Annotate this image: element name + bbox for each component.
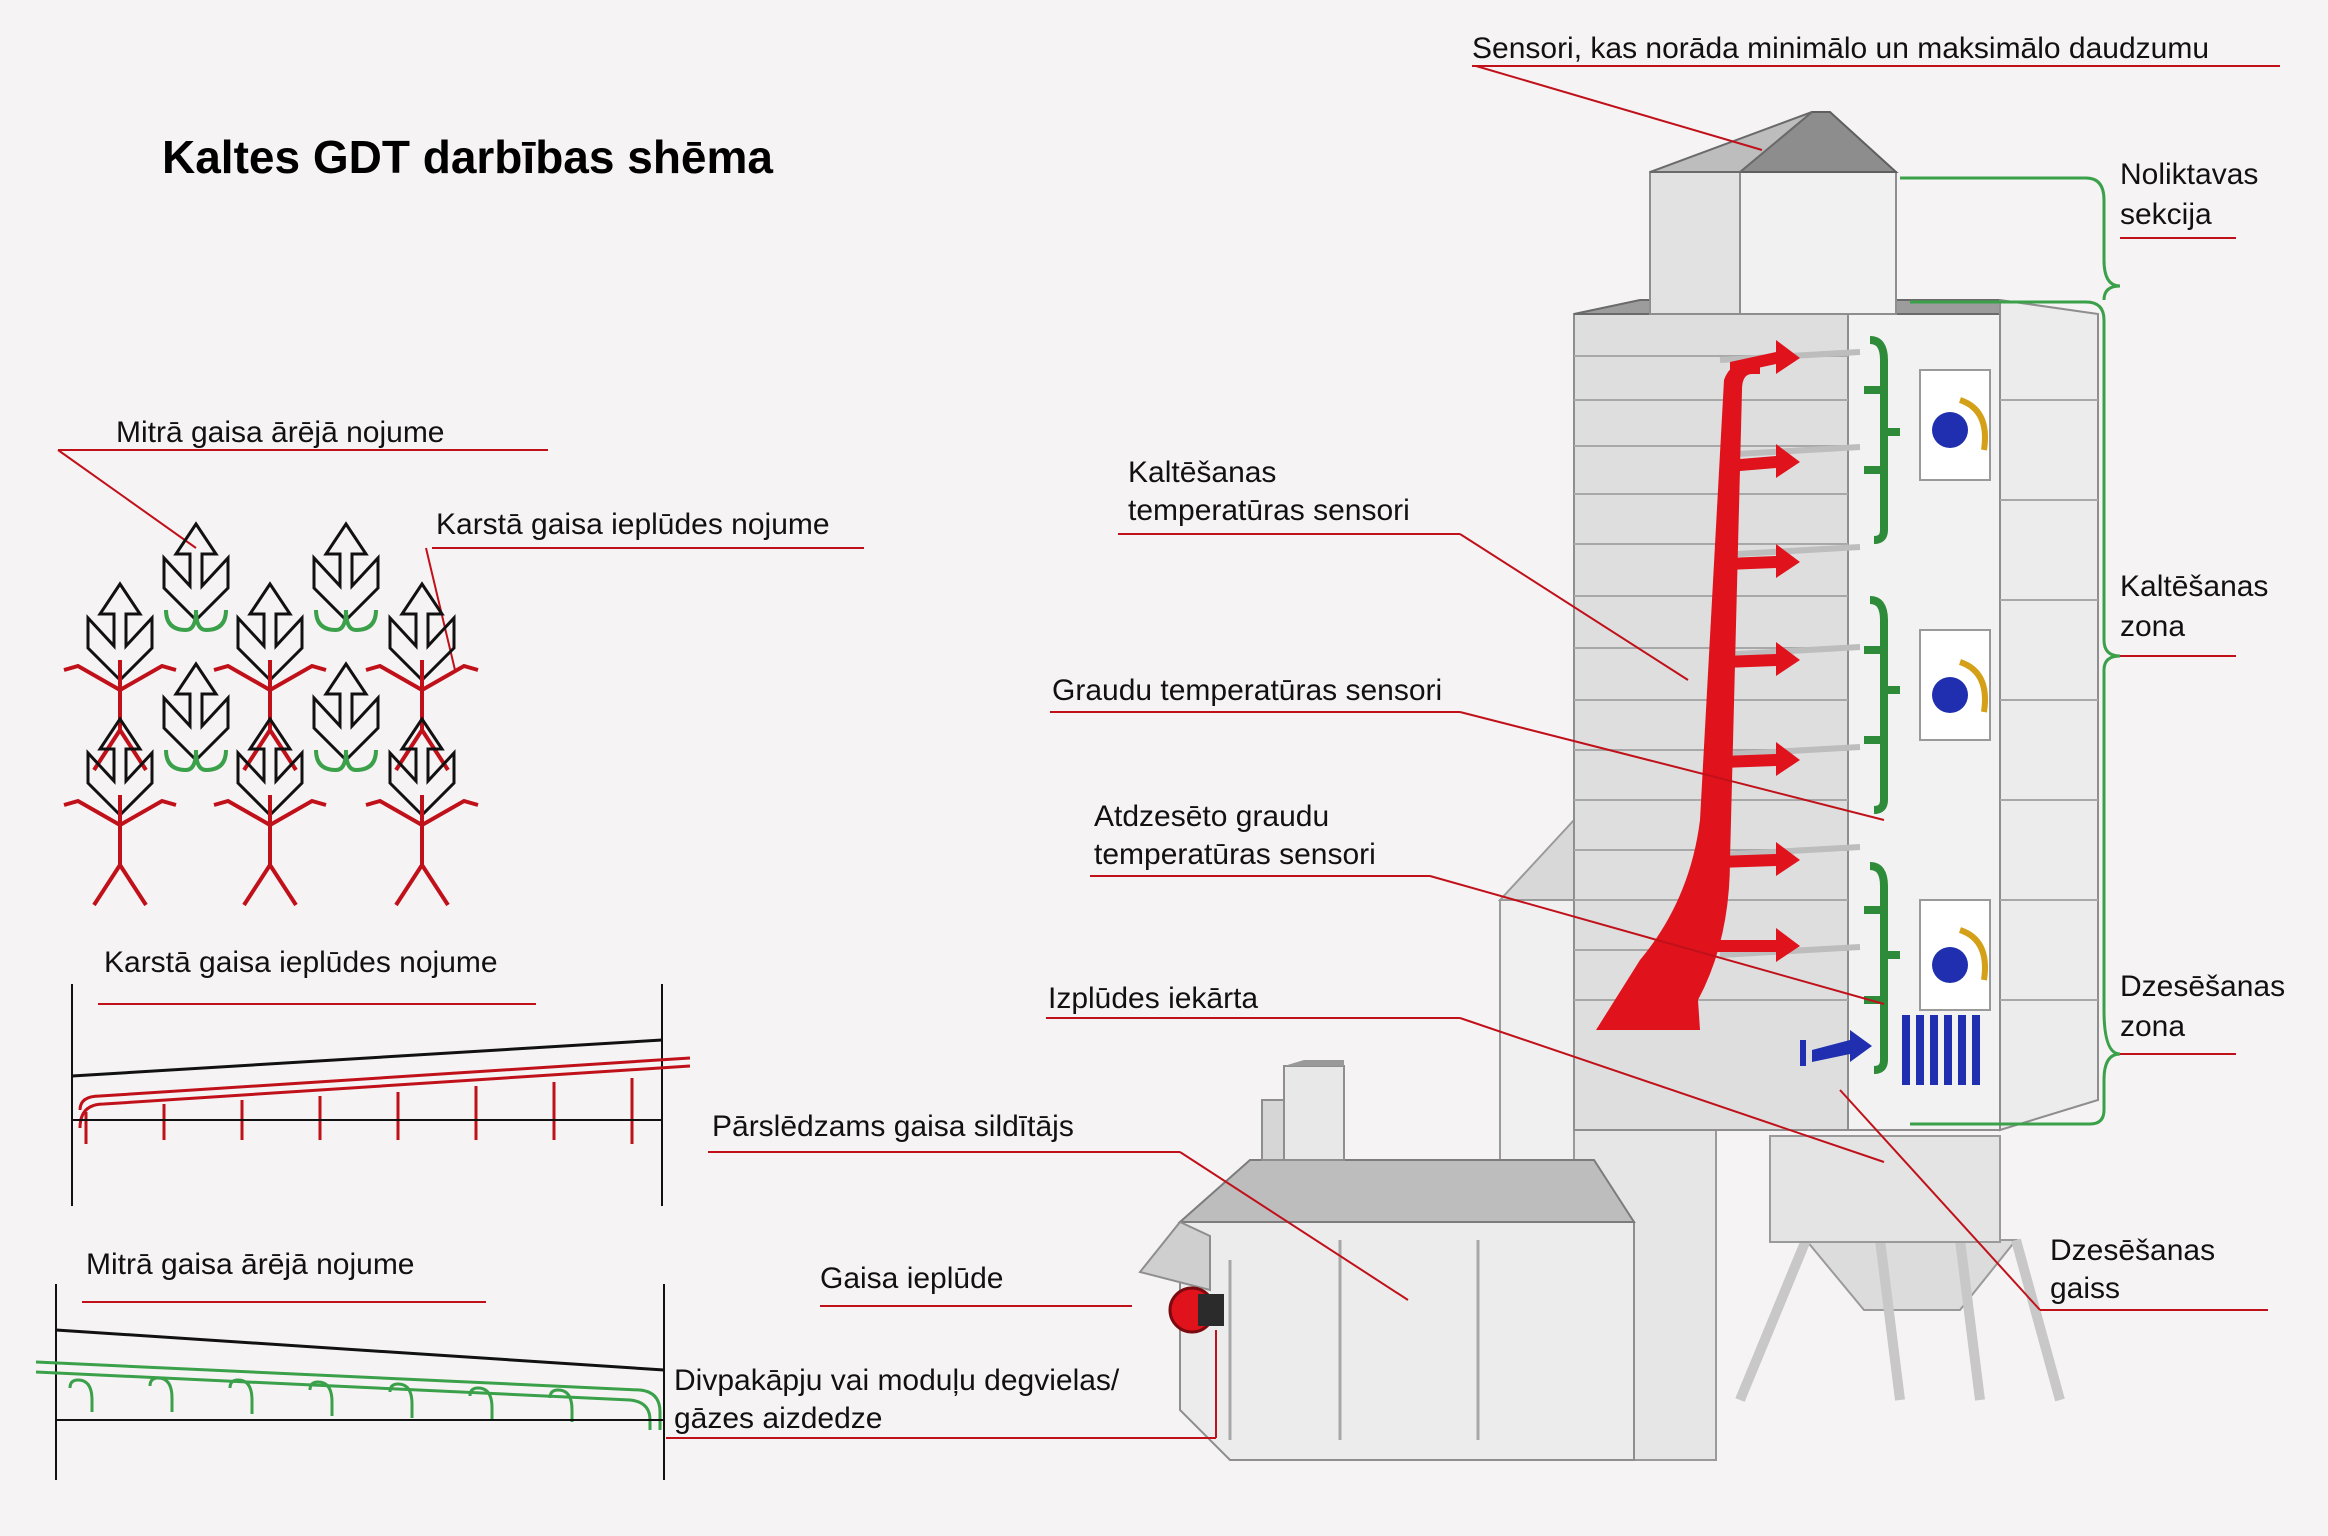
cooling-grate <box>1902 1015 1980 1085</box>
label-cooled-grain-sensors-2: temperatūras sensori <box>1094 838 1376 871</box>
label-hot-air-roof-top: Karstā gaisa ieplūdes nojume <box>436 508 830 541</box>
label-cooling-zone-2: zona <box>2120 1010 2186 1043</box>
leader-lines <box>82 65 2280 1439</box>
label-storage-section-1: Noliktavas <box>2120 158 2259 191</box>
page-title: Kaltes GDT darbības shēma <box>162 131 773 183</box>
label-drying-zone-2: zona <box>2120 610 2186 643</box>
hot-air-roof-section <box>71 984 691 1206</box>
cooling-air-arrow <box>1800 1030 1872 1066</box>
label-burner-2: gāzes aizdedze <box>674 1402 883 1435</box>
roof-pattern <box>57 449 864 907</box>
label-sensors-min-max: Sensori, kas norāda minimālo un maksimāl… <box>1472 32 2210 65</box>
air-heater-unit <box>1138 1060 1636 1461</box>
label-switchable-heater: Pārslēdzams gaisa sildītājs <box>712 1110 1074 1143</box>
hot-air-duct <box>1596 340 1800 1030</box>
label-grain-temp-sensors: Graudu temperatūras sensori <box>1052 674 1443 707</box>
label-air-intake: Gaisa ieplūde <box>820 1262 1004 1295</box>
zone-braces <box>1900 176 2121 1126</box>
label-exhaust-unit: Izplūdes iekārta <box>1048 982 1259 1015</box>
fan-middle <box>1919 629 1991 741</box>
label-drying-temp-sensors-2: temperatūras sensori <box>1128 494 1410 527</box>
fan-upper <box>1919 369 1991 481</box>
label-moist-air-roof-section: Mitrā gaisa ārējā nojume <box>86 1248 415 1281</box>
label-moist-air-roof-top: Mitrā gaisa ārējā nojume <box>116 416 445 449</box>
label-hot-air-roof-section: Karstā gaisa ieplūdes nojume <box>104 946 498 979</box>
label-cooling-zone-1: Dzesēšanas <box>2120 970 2286 1003</box>
exhaust-air-duct <box>1864 336 1900 1074</box>
fan-lower <box>1919 899 1991 1011</box>
label-burner-1: Divpakāpju vai moduļu degvielas/ <box>674 1364 1120 1397</box>
label-drying-temp-sensors-1: Kaltēšanas <box>1128 456 1277 489</box>
label-drying-zone-1: Kaltēšanas <box>2120 570 2269 603</box>
label-cooled-grain-sensors-1: Atdzesēto graudu <box>1094 800 1330 833</box>
label-cooling-air-2: gaiss <box>2050 1272 2121 1305</box>
moist-air-roof-section <box>35 1284 665 1480</box>
label-cooling-air-1: Dzesēšanas <box>2050 1234 2216 1267</box>
label-storage-section-2: sekcija <box>2120 198 2212 231</box>
